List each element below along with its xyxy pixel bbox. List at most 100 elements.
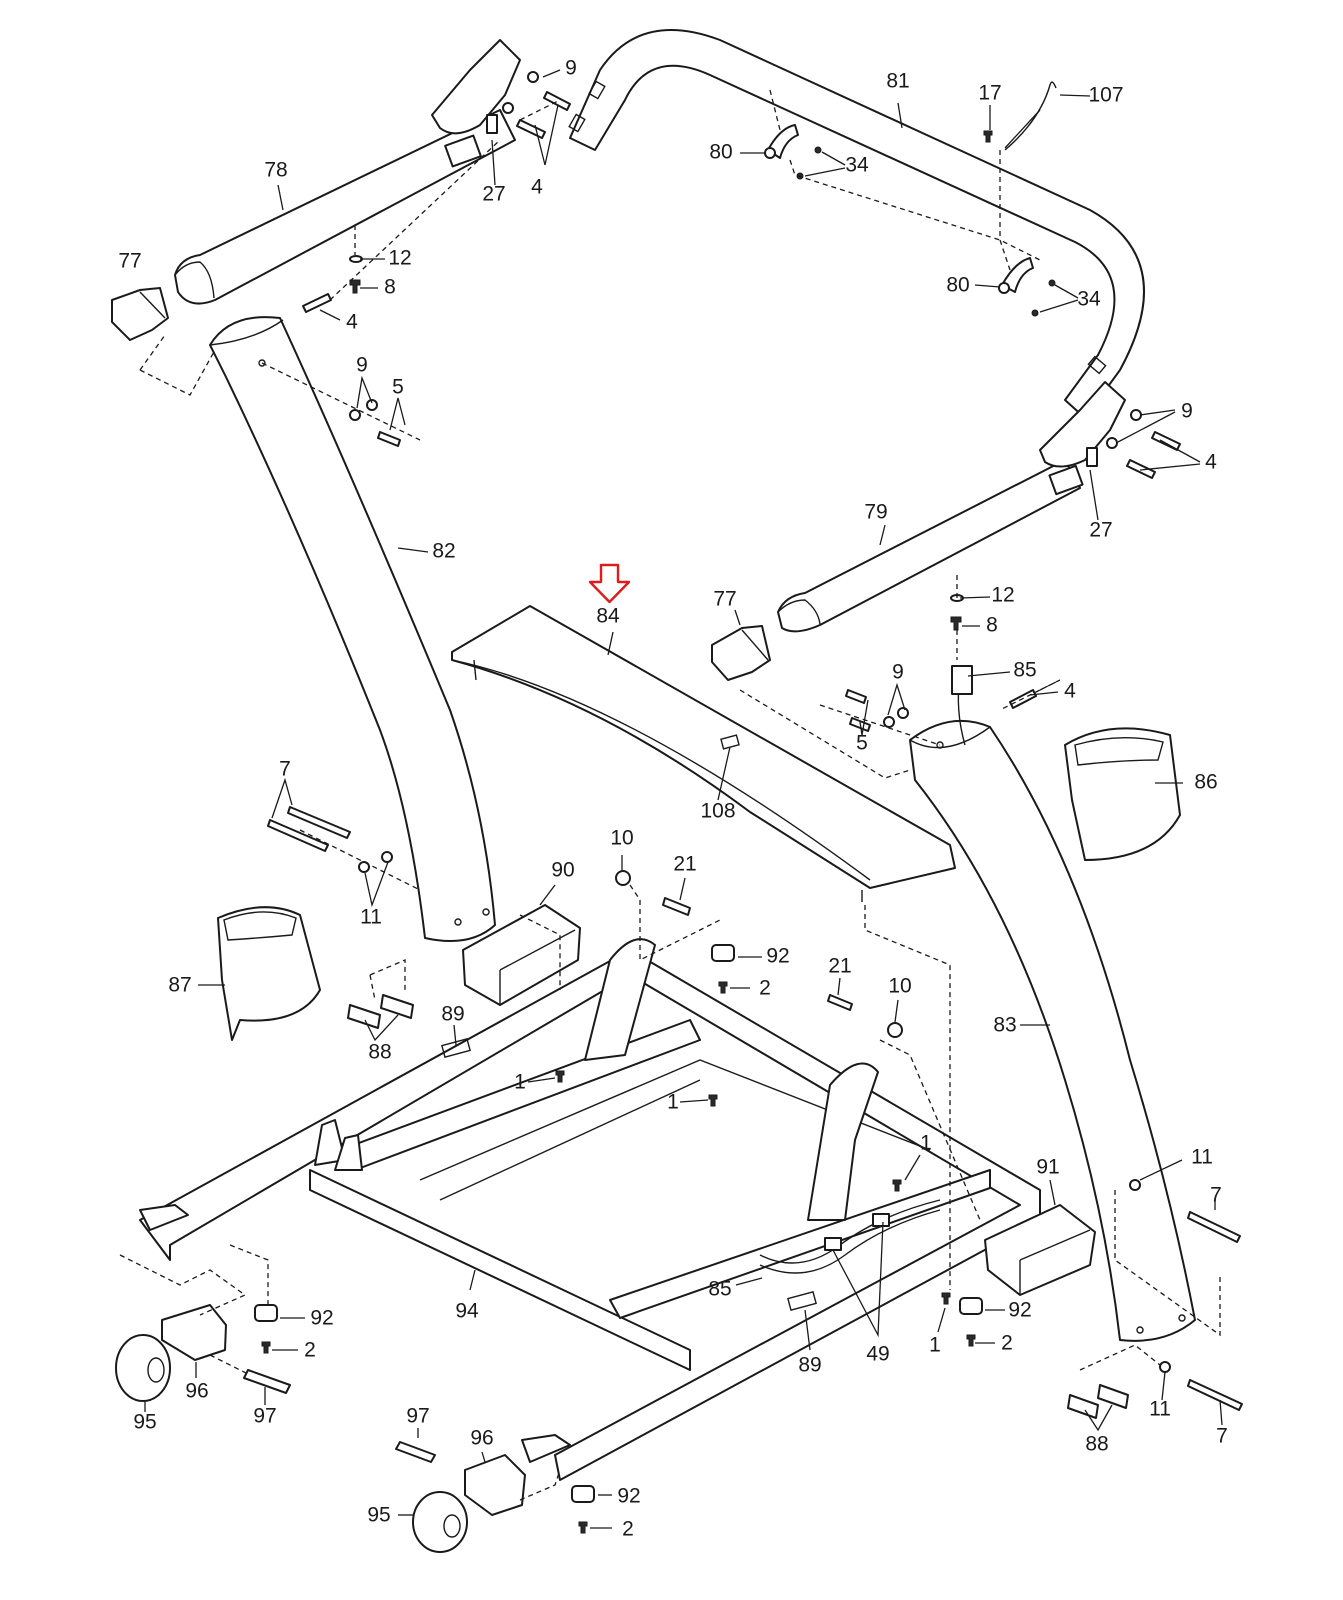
- callout-92: 92: [310, 1307, 333, 1330]
- callout-34: 34: [1077, 288, 1101, 311]
- callout-88: 88: [1085, 1433, 1108, 1456]
- callout-80: 80: [946, 274, 969, 297]
- screw-34: [814, 146, 822, 154]
- leveling-foot-92: [959, 1297, 983, 1315]
- mount-bracket-91: [984, 1204, 1096, 1296]
- callout-12: 12: [991, 584, 1014, 607]
- highlight-arrow-icon: [588, 563, 631, 604]
- assembly-line: [879, 1039, 981, 1221]
- spacer-88: [347, 1004, 381, 1029]
- bolt-hole: [482, 908, 490, 916]
- nut-27: [486, 114, 498, 134]
- motor-hood-84-tab: [473, 659, 477, 681]
- bolt-7: [267, 819, 329, 852]
- assembly-line: [629, 884, 721, 962]
- callout-27: 27: [1089, 519, 1112, 542]
- base-crossbar: [609, 1169, 991, 1319]
- leveling-foot-92: [711, 944, 735, 962]
- spacer-88: [380, 994, 414, 1019]
- callout-95: 95: [367, 1504, 390, 1527]
- bolt-4: [1151, 431, 1181, 451]
- washer-9: [1106, 437, 1118, 449]
- mount-bracket-90: [462, 904, 581, 1006]
- screw-2: [966, 1334, 976, 1347]
- bolt-hole: [258, 359, 266, 367]
- axle-97: [395, 1441, 436, 1463]
- leveling-foot-92: [254, 1304, 278, 1322]
- callout-12: 12: [388, 247, 411, 270]
- washer-9: [366, 399, 378, 411]
- callout-2: 2: [759, 977, 771, 1000]
- callout-7: 7: [279, 758, 291, 781]
- washer-11: [381, 851, 393, 863]
- motor-hood-84-edge: [451, 659, 871, 881]
- washer-9: [897, 707, 909, 719]
- assembly-line: [119, 1254, 247, 1316]
- callout-10: 10: [888, 975, 911, 998]
- callout-92: 92: [617, 1485, 640, 1508]
- upright-bracket: [807, 1062, 879, 1221]
- bolt-7: [1187, 1379, 1243, 1411]
- washer-9: [349, 409, 361, 421]
- wheel-bracket-96: [161, 1304, 227, 1361]
- motor-hood-84: [451, 605, 956, 889]
- callout-4: 4: [346, 311, 358, 334]
- assembly-line: [769, 89, 1041, 261]
- assembly-line: [261, 362, 421, 441]
- callout-4: 4: [1205, 451, 1217, 474]
- bolt-21: [662, 897, 691, 916]
- handrail-arm-78: [174, 109, 516, 305]
- bolt-7: [1187, 1211, 1241, 1243]
- callout-7: 7: [1216, 1425, 1228, 1448]
- callout-92: 92: [1008, 1299, 1031, 1322]
- callout-1: 1: [920, 1132, 932, 1155]
- frame-end-plate: [139, 1204, 189, 1231]
- assembly-line: [1114, 1190, 1221, 1337]
- callout-82: 82: [432, 540, 455, 563]
- decal-89: [441, 1037, 471, 1059]
- wire-connector-85: [951, 665, 973, 695]
- callout-77: 77: [713, 588, 736, 611]
- callout-2: 2: [304, 1339, 316, 1362]
- callout-86: 86: [1194, 771, 1217, 794]
- assembly-line: [139, 334, 166, 371]
- callout-2: 2: [1001, 1332, 1013, 1355]
- callout-5: 5: [856, 732, 868, 755]
- spacer-88: [1067, 1394, 1099, 1419]
- end-cap-77-right-inner: [741, 629, 769, 661]
- callout-78: 78: [264, 159, 287, 182]
- washer-11: [1129, 1179, 1141, 1191]
- bolt-21: [827, 994, 853, 1011]
- screw-2: [578, 1521, 588, 1534]
- assembly-line: [999, 679, 1061, 711]
- wheel-95-left: [115, 1334, 171, 1402]
- washer-11: [1159, 1361, 1171, 1373]
- base-inner-rail: [439, 1079, 701, 1201]
- callout-1: 1: [667, 1091, 679, 1114]
- callout-11: 11: [360, 906, 382, 929]
- callout-89: 89: [441, 1003, 464, 1026]
- assembly-line: [209, 1354, 251, 1376]
- assembly-line: [229, 1244, 269, 1305]
- wheel-95-bottom-hub: [443, 1514, 461, 1538]
- nut-10: [887, 1022, 903, 1038]
- wheel-95-left-hub: [147, 1357, 165, 1383]
- callout-92: 92: [766, 945, 789, 968]
- handrail-arm-79: [777, 459, 1081, 633]
- assembly-line: [999, 150, 1011, 271]
- callout-95: 95: [133, 1411, 156, 1434]
- end-cap-77-right: [711, 625, 771, 681]
- frame-pivot-tab: [314, 1119, 346, 1166]
- washer-9: [502, 102, 514, 114]
- screw-34: [1048, 279, 1056, 287]
- callout-108: 108: [700, 800, 735, 823]
- screw-1: [892, 1179, 902, 1192]
- nut-27: [1086, 447, 1098, 467]
- wire-clip-80: [1001, 257, 1034, 293]
- callout-77: 77: [118, 250, 141, 273]
- callout-1: 1: [514, 1071, 526, 1094]
- callout-85: 85: [1013, 659, 1036, 682]
- screw-1: [555, 1070, 565, 1083]
- screw-1: [941, 1292, 951, 1305]
